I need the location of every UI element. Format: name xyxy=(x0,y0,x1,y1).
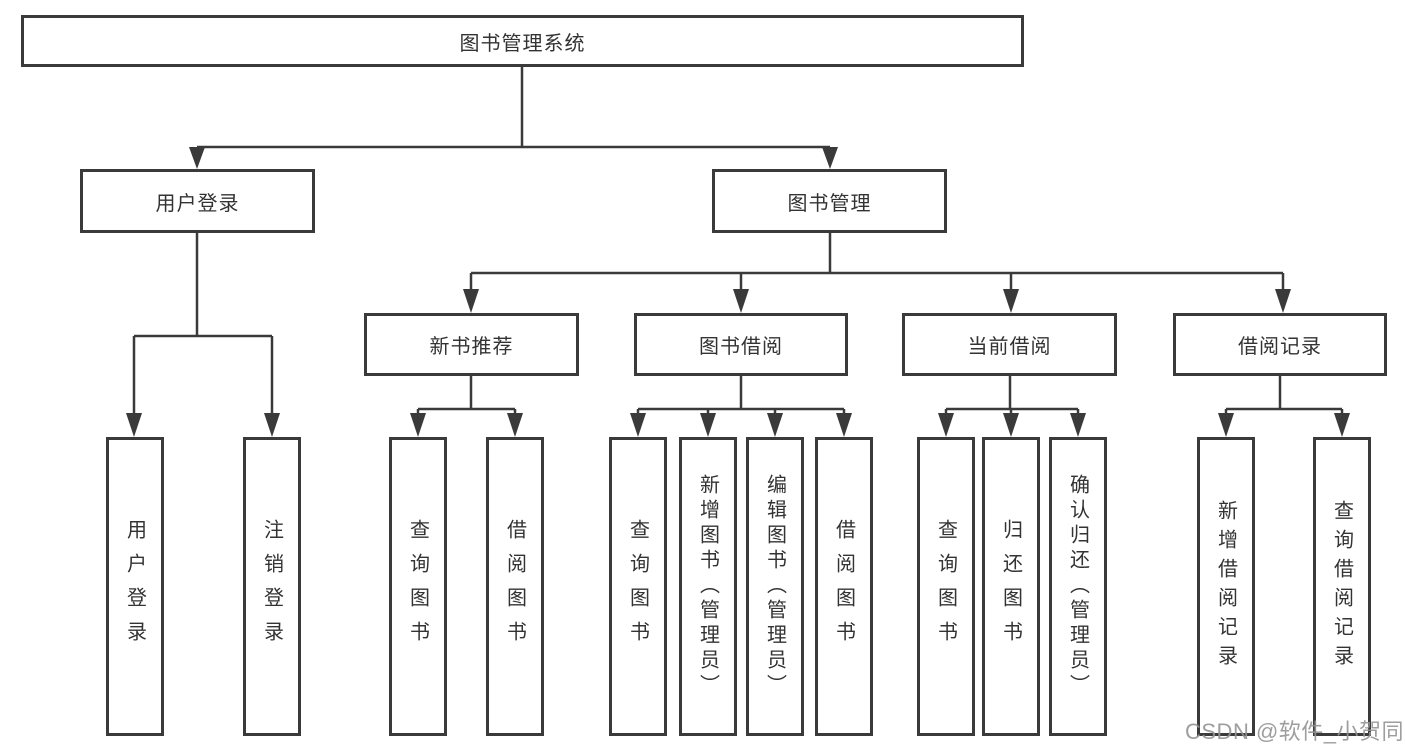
arrowheads xyxy=(126,147,1350,437)
leaf-label: 查询图书 xyxy=(934,518,957,655)
leaf-logout: 注销登录 xyxy=(243,437,301,736)
node-label: 图书管理 xyxy=(787,192,872,215)
leaf-label: 新增借阅记录 xyxy=(1214,499,1237,674)
leaf-label: 编辑图书（管理员） xyxy=(763,474,786,699)
node-current-borrowing: 当前借阅 xyxy=(902,313,1117,376)
leaf-query-borrow-record: 查询借阅记录 xyxy=(1313,437,1371,736)
node-label: 新书推荐 xyxy=(429,336,514,358)
leaf-user-login: 用户登录 xyxy=(106,437,164,736)
leaf-edit-books-admin: 编辑图书（管理员） xyxy=(746,437,804,736)
leaf-query-books: 查询图书 xyxy=(917,437,975,736)
leaf-borrow-books: 借阅图书 xyxy=(486,437,544,736)
node-new-book-recommend: 新书推荐 xyxy=(364,313,579,376)
leaf-label: 借阅图书 xyxy=(832,518,855,655)
leaf-label: 借阅图书 xyxy=(503,518,526,655)
leaf-confirm-return-admin: 确认归还（管理员） xyxy=(1049,437,1107,736)
leaf-label: 归还图书 xyxy=(999,518,1022,655)
leaf-query-books: 查询图书 xyxy=(609,437,667,736)
node-user-login: 用户登录 xyxy=(80,169,315,233)
node-book-management: 图书管理 xyxy=(712,169,947,233)
node-label: 图书管理系统 xyxy=(459,32,586,55)
node-label: 借阅记录 xyxy=(1238,336,1322,358)
leaf-label: 新增图书（管理员） xyxy=(696,474,719,699)
node-label: 用户登录 xyxy=(155,192,240,215)
leaf-label: 查询借阅记录 xyxy=(1330,499,1353,674)
leaf-return-books: 归还图书 xyxy=(982,437,1040,736)
leaf-label: 注销登录 xyxy=(260,518,283,655)
leaf-borrow-books: 借阅图书 xyxy=(815,437,873,736)
leaf-label: 查询图书 xyxy=(406,518,429,655)
leaf-label: 用户登录 xyxy=(123,518,146,655)
leaf-label: 确认归还（管理员） xyxy=(1066,474,1089,699)
node-library-management-system: 图书管理系统 xyxy=(21,15,1024,67)
leaf-add-borrow-record: 新增借阅记录 xyxy=(1197,437,1255,736)
leaf-query-books: 查询图书 xyxy=(389,437,447,736)
leaf-label: 查询图书 xyxy=(626,518,649,655)
node-label: 图书借阅 xyxy=(699,336,783,358)
node-label: 当前借阅 xyxy=(967,336,1052,358)
leaf-add-books-admin: 新增图书（管理员） xyxy=(679,437,737,736)
watermark: CSDN @软件_小贺同学 xyxy=(1185,719,1405,744)
node-book-borrowing: 图书借阅 xyxy=(634,313,848,376)
node-borrowing-records: 借阅记录 xyxy=(1173,313,1387,376)
